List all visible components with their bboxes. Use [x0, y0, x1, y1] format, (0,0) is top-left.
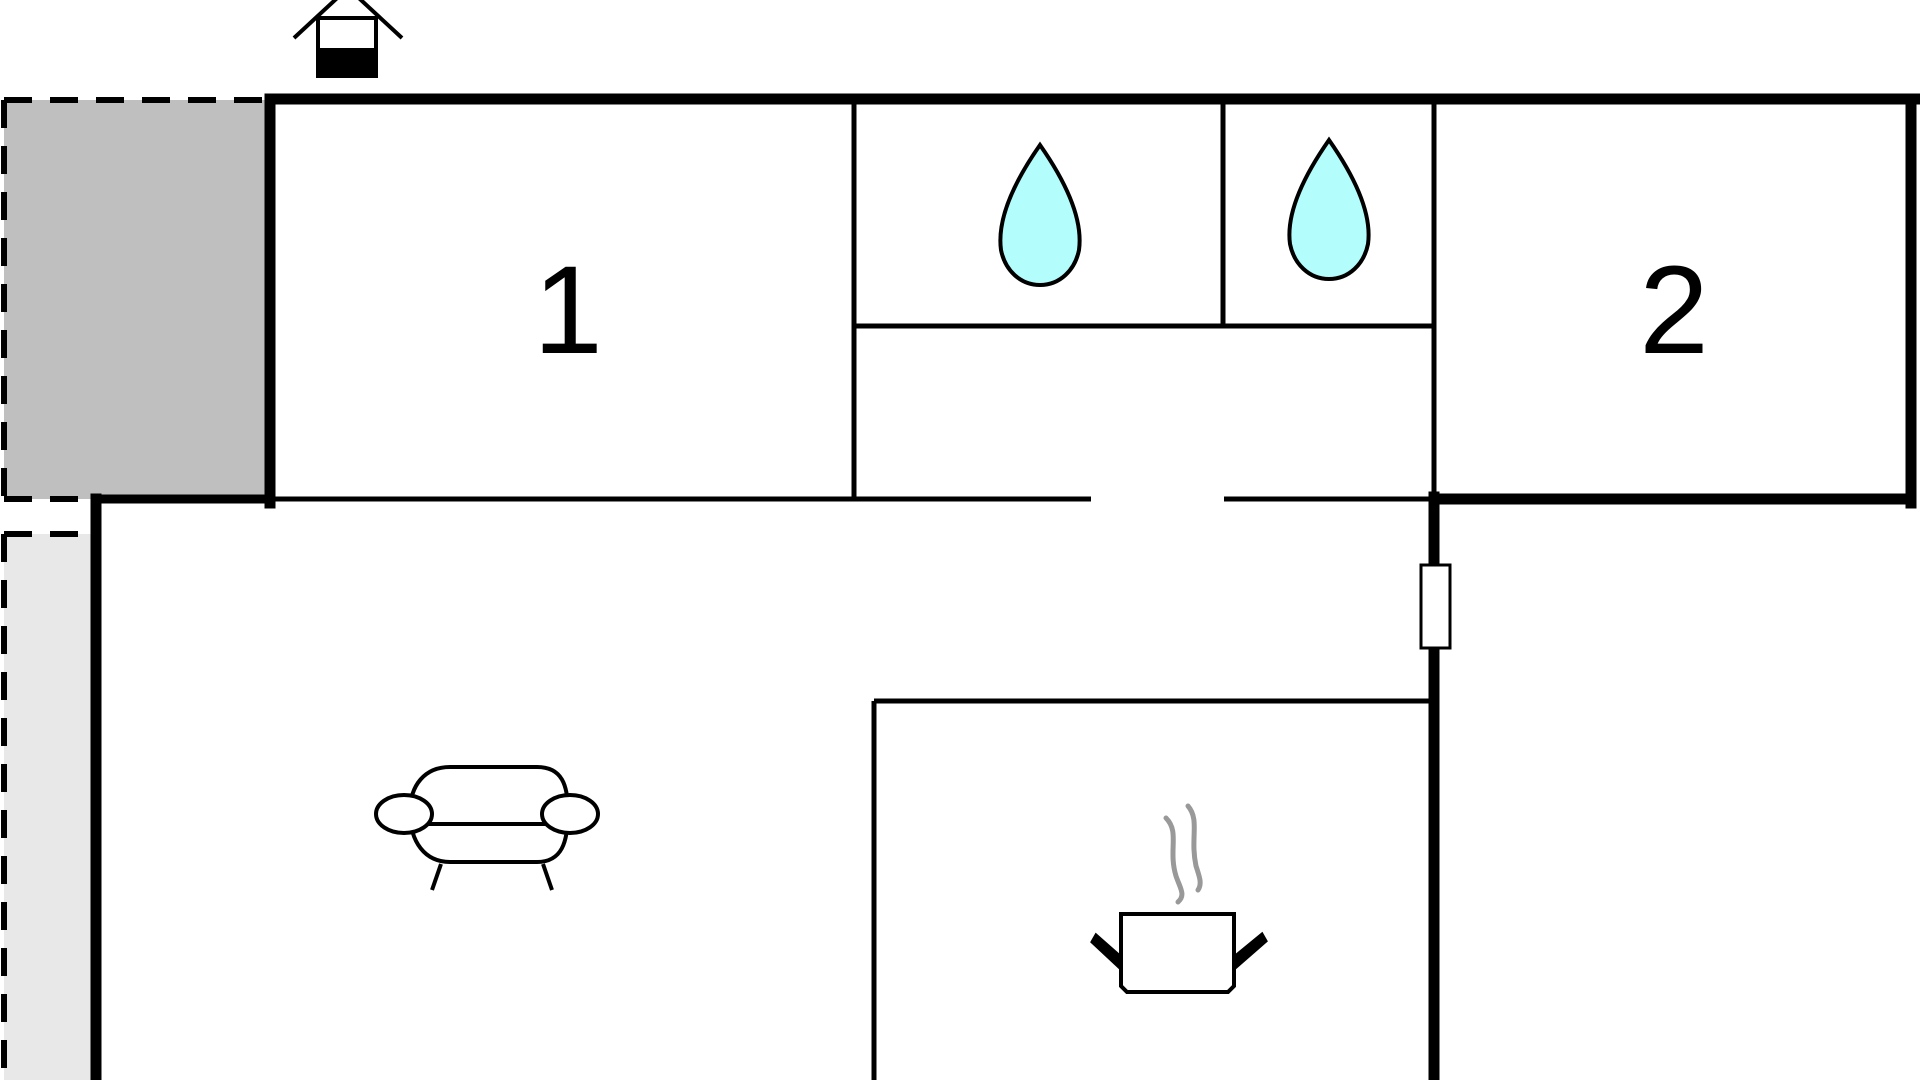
terrace-dark	[1, 97, 267, 502]
terrace-light	[1, 531, 96, 1080]
water-drop-icon	[998, 141, 1082, 288]
room-label-1: 1	[533, 241, 603, 380]
outer-walls	[90, 93, 1920, 1080]
cooking-pot-icon	[1090, 803, 1268, 994]
sofa-icon	[374, 765, 600, 891]
water-drop-icon	[1287, 136, 1371, 282]
door-marker	[1419, 563, 1452, 650]
interior-walls	[270, 104, 1437, 1080]
room-label-2: 2	[1639, 241, 1709, 380]
entrance-icon	[292, 0, 404, 78]
